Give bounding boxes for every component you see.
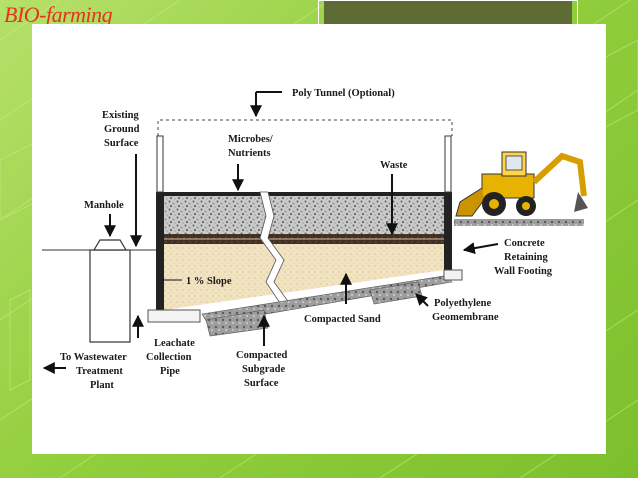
label-wastewater-2: Treatment: [76, 366, 123, 377]
label-compacted-sand: Compacted Sand: [304, 314, 381, 325]
content-panel: Poly Tunnel (Optional) Existing Ground S…: [32, 24, 606, 454]
compacted-sand-layer: [164, 244, 444, 310]
left-wall: [156, 192, 164, 310]
poly-tunnel-outline: [157, 119, 453, 136]
label-wastewater-1: To Wastewater: [60, 352, 127, 363]
top-edge: [164, 192, 444, 196]
waste-gravel-layer: [164, 196, 444, 234]
arrow-concrete: [462, 242, 499, 255]
label-polyethylene-1: Polyethylene: [434, 298, 491, 309]
left-wall-post: [156, 135, 164, 193]
label-leachate-1: Leachate: [154, 338, 195, 349]
label-manhole: Manhole: [84, 200, 124, 211]
label-leachate-3: Pipe: [160, 366, 180, 377]
label-concrete-3: Wall Footing: [494, 266, 553, 277]
label-existing-ground-3: Surface: [104, 138, 139, 149]
label-slope: 1 % Slope: [186, 276, 232, 287]
right-wall-post: [444, 135, 452, 193]
concrete-footing-right: [443, 269, 463, 281]
label-concrete-2: Retaining: [504, 252, 549, 263]
label-subgrade-3: Surface: [244, 378, 279, 389]
leachate-pipe-box: [147, 309, 201, 323]
slide-title: BIO-farming: [4, 2, 113, 27]
label-wastewater-3: Plant: [90, 380, 114, 391]
label-waste: Waste: [380, 160, 408, 171]
label-subgrade-1: Compacted: [236, 350, 287, 361]
label-subgrade-2: Subgrade: [242, 364, 286, 375]
manhole-top: [92, 239, 128, 251]
backhoe-icon: [455, 151, 588, 217]
ground-strip-right: [454, 220, 584, 226]
label-microbes-2: Nutrients: [228, 148, 271, 159]
label-microbes-1: Microbes/: [228, 134, 274, 145]
bio-farming-diagram: Poly Tunnel (Optional) Existing Ground S…: [42, 88, 588, 391]
subgrade-strip: [205, 309, 269, 337]
label-poly-tunnel: Poly Tunnel (Optional): [292, 88, 395, 99]
label-existing-ground-2: Ground: [104, 124, 140, 135]
arrow-polyethylene: [415, 293, 429, 307]
label-leachate-2: Collection: [146, 352, 192, 363]
manhole-body: [89, 249, 131, 343]
right-wall: [444, 192, 452, 276]
label-polyethylene-2: Geomembrane: [432, 312, 499, 323]
label-existing-ground-1: Existing: [102, 110, 140, 121]
label-concrete-1: Concrete: [504, 238, 545, 249]
